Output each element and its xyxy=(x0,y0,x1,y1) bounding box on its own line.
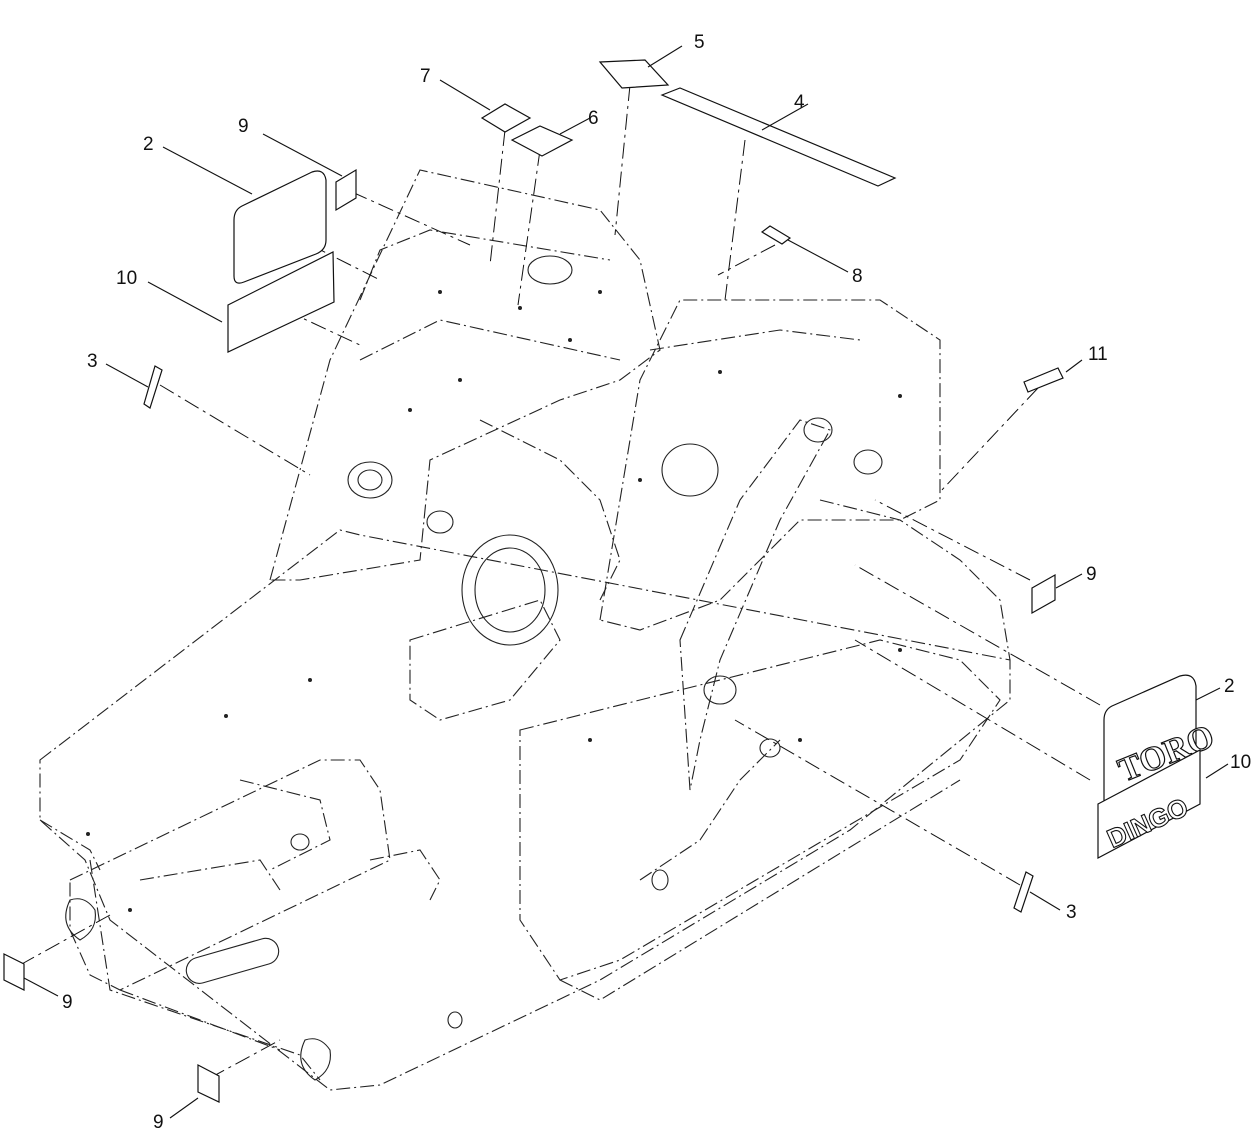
callout-5: 5 xyxy=(694,32,705,53)
decal-9-right xyxy=(1031,573,1056,615)
callout-7: 7 xyxy=(420,66,431,87)
callout-11: 11 xyxy=(1088,344,1108,365)
decal-5 xyxy=(598,59,670,89)
decal-4 xyxy=(660,87,897,187)
callout-9-bottom-left: 9 xyxy=(62,992,73,1013)
callout-9-right: 9 xyxy=(1086,564,1097,585)
decal-11 xyxy=(1023,367,1064,393)
decal-10-left xyxy=(227,251,335,353)
decal-10-right-dingo xyxy=(1097,749,1201,859)
decal-8 xyxy=(760,225,792,245)
decal-2-left xyxy=(233,170,327,284)
decal-9-bottom xyxy=(197,1064,220,1103)
decal-7 xyxy=(480,103,532,133)
callouts: 5 7 6 4 9 2 10 8 3 11 9 2 10 3 9 9 xyxy=(62,32,1251,1133)
leader-lines xyxy=(23,45,1229,1119)
callout-6: 6 xyxy=(588,108,599,129)
callout-4: 4 xyxy=(794,92,805,113)
callout-8: 8 xyxy=(852,266,863,287)
callout-3-right: 3 xyxy=(1066,902,1077,923)
decal-3-right xyxy=(1013,871,1034,913)
decal-9-bottom-left xyxy=(3,953,25,991)
callout-9-bottom: 9 xyxy=(153,1112,164,1133)
chassis-frame xyxy=(39,169,1011,1091)
projection-lines xyxy=(19,84,1101,1079)
callout-10-right: 10 xyxy=(1230,752,1251,773)
callout-9-top: 9 xyxy=(238,116,249,137)
decal-9-top xyxy=(335,168,357,212)
callout-2-left: 2 xyxy=(143,134,154,155)
callout-2-right: 2 xyxy=(1224,676,1235,697)
decal-6 xyxy=(510,125,574,157)
callout-3-left: 3 xyxy=(87,351,98,372)
decal-3-left xyxy=(143,365,163,409)
callout-10-left: 10 xyxy=(116,268,137,289)
decals: TORO DINGO xyxy=(3,59,1220,1103)
